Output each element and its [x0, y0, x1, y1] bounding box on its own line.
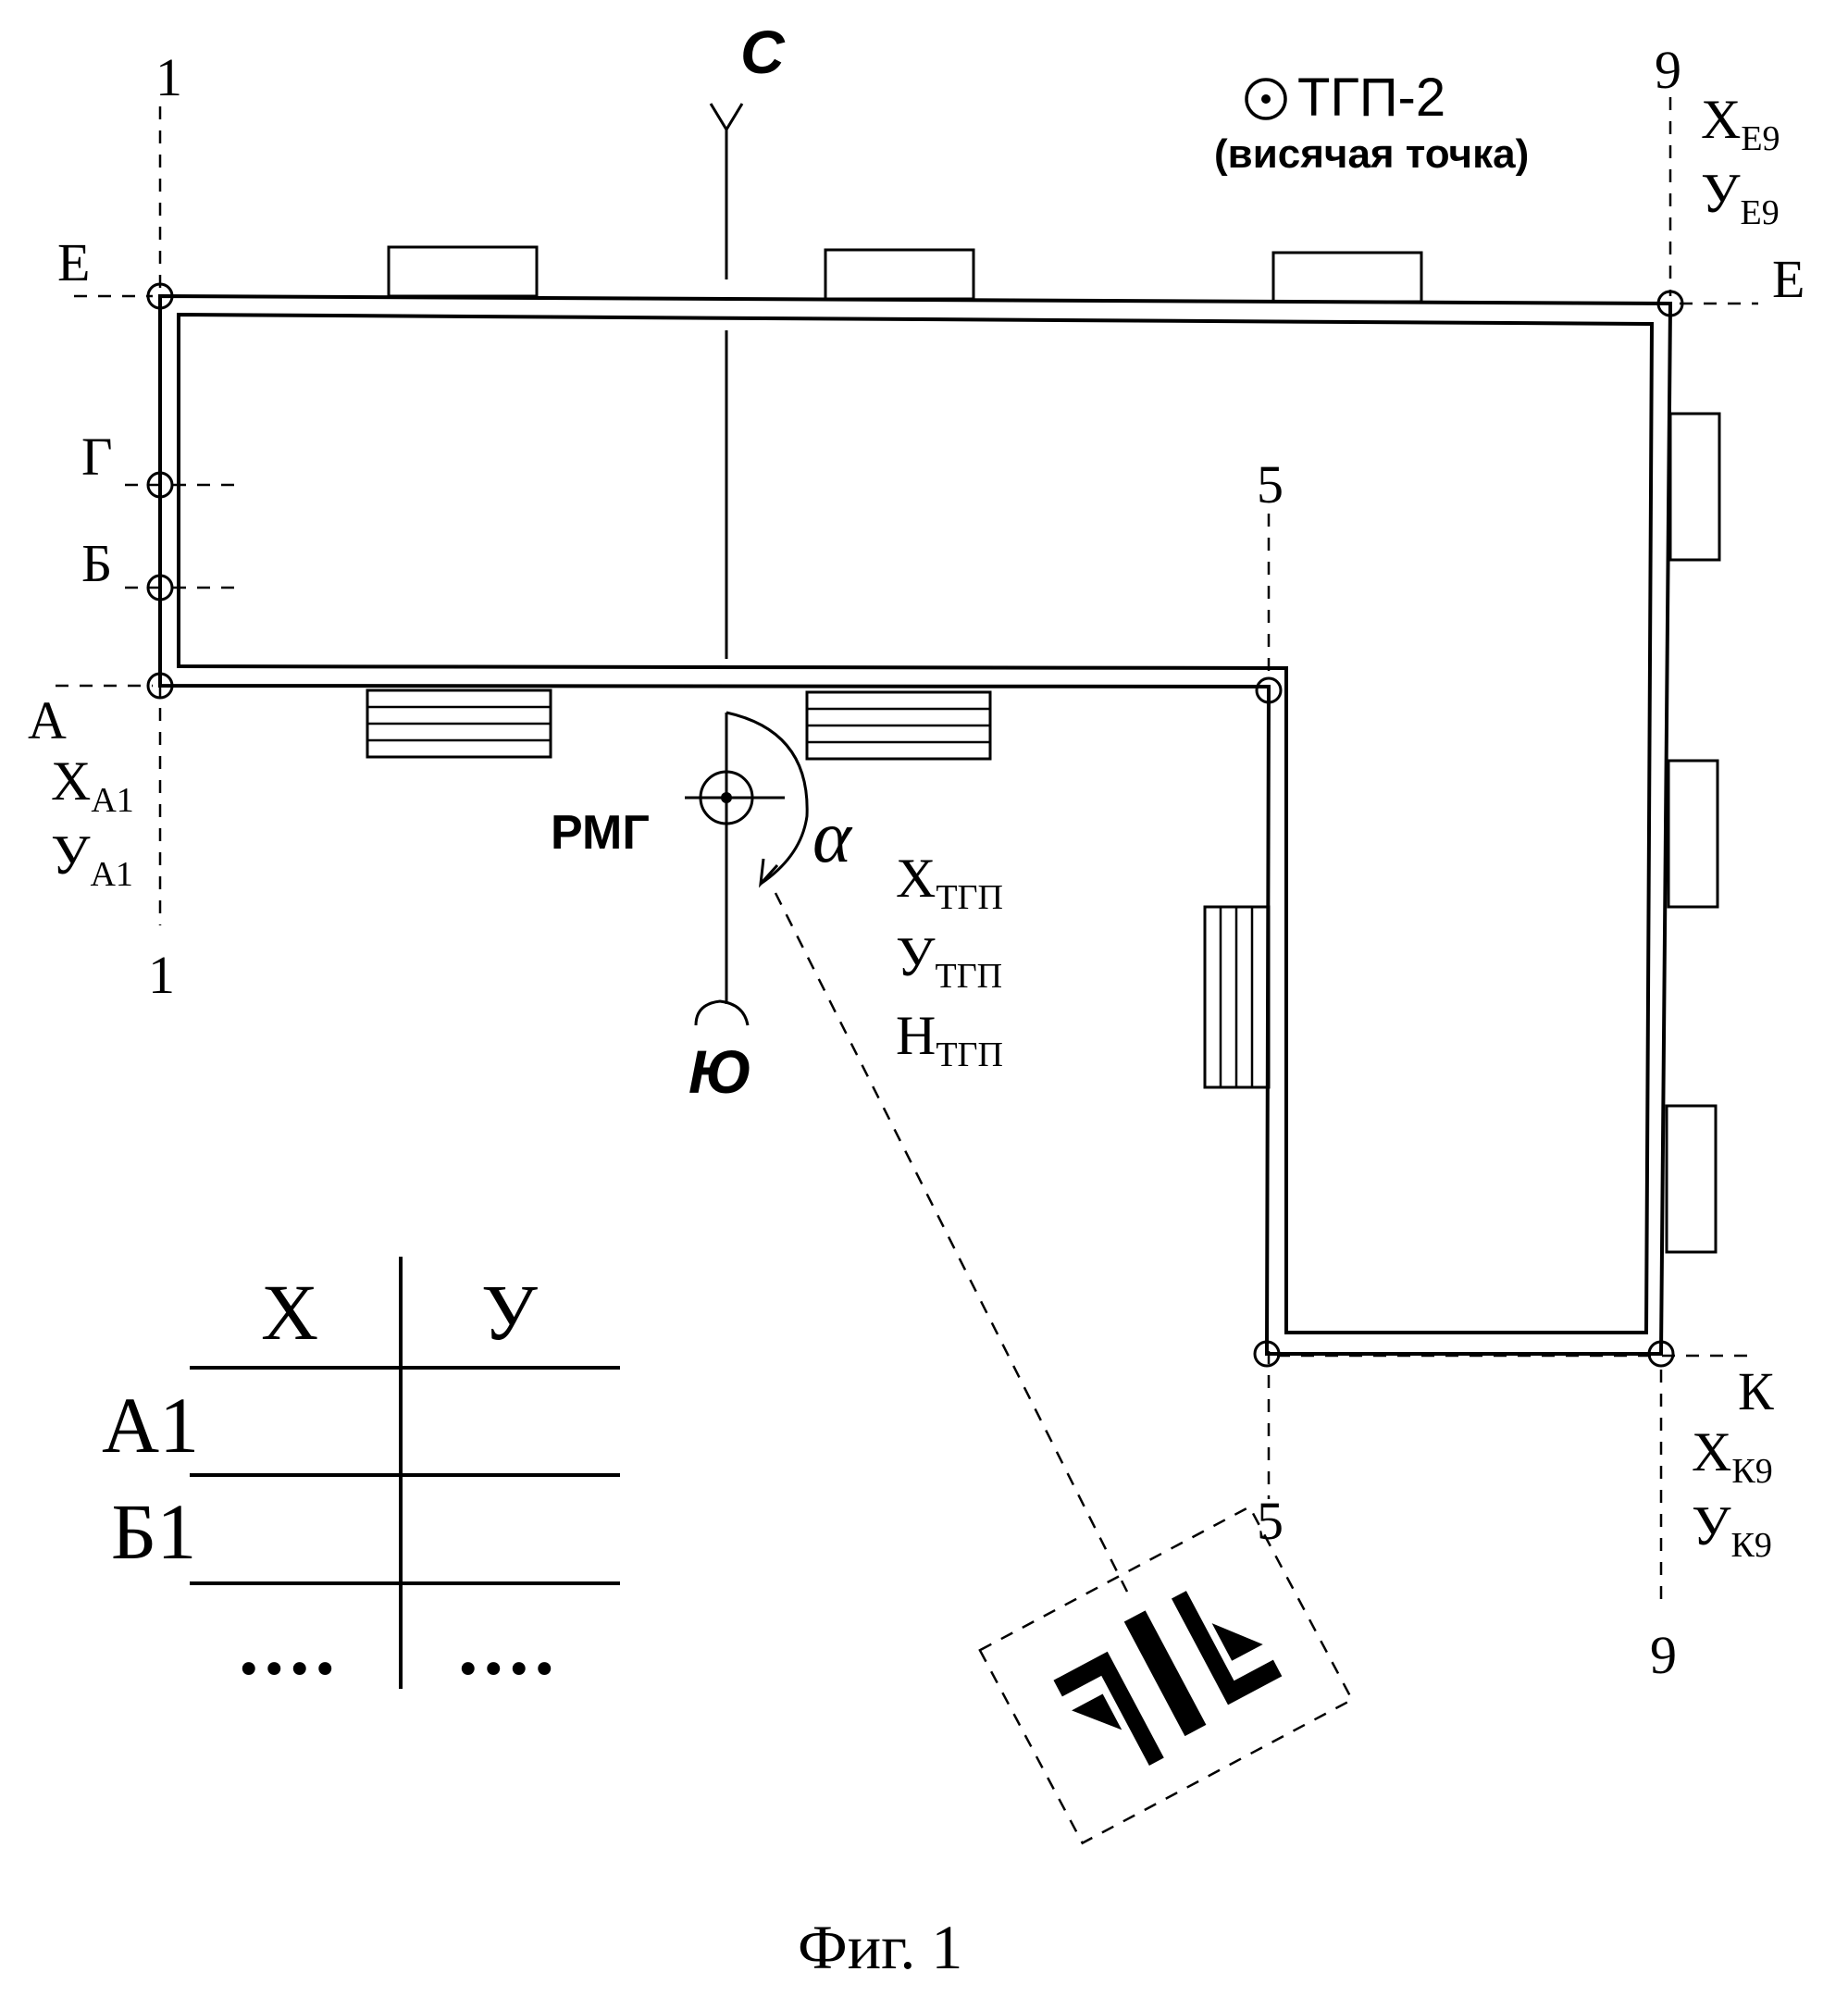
coord-A1-y-sub: А1 [90, 855, 132, 894]
coord-A1-x-main: Х [51, 750, 91, 812]
axis-9-bottom-label: 9 [1650, 1624, 1677, 1686]
tgp2-label: ТГП-2 [1297, 67, 1445, 129]
angle-alpha-label: α [812, 796, 851, 880]
coord-tgp-x-main: Х [896, 848, 936, 909]
coord-K9-x-sub: К9 [1731, 1452, 1772, 1491]
coord-A1-x-sub: А1 [91, 781, 133, 820]
south-label: Ю [688, 1036, 752, 1107]
figure-caption: Фиг. 1 [798, 1911, 962, 1984]
coord-A1-y-main: У [51, 825, 90, 886]
table-header-y: У [481, 1266, 538, 1358]
table-row-A1-name: А1 [102, 1379, 199, 1471]
coord-tgp-h: НТГП [896, 1004, 1003, 1075]
axis-9-top-label: 9 [1655, 39, 1681, 101]
axis-1-top-label: 1 [155, 46, 182, 108]
north-label: С [740, 17, 785, 87]
coord-K9-x-main: Х [1692, 1421, 1731, 1482]
tgp2-note: (висячая точка) [1214, 131, 1529, 178]
coord-E9-x: ХЕ9 [1701, 88, 1780, 159]
coord-E9-y-sub: Е9 [1740, 193, 1779, 232]
coord-tgp-x: ХТГП [896, 847, 1003, 918]
coord-K9-x: ХК9 [1692, 1420, 1773, 1492]
coord-E9-y-main: У [1701, 163, 1740, 224]
table-header-x: Х [261, 1266, 318, 1358]
coord-E9-x-main: Х [1701, 89, 1741, 150]
table-ellipsis-x: .... [239, 1601, 341, 1693]
coord-tgp-x-sub: ТГП [936, 878, 1003, 917]
row-E-left-label: Е [57, 231, 90, 293]
table-ellipsis-y: .... [458, 1601, 560, 1693]
coord-K9-y: УК9 [1692, 1494, 1772, 1566]
coord-tgp-y: УТГП [896, 925, 1002, 997]
table-row-B1-name: Б1 [111, 1485, 196, 1578]
row-G-label: Г [81, 426, 113, 488]
row-A-label: А [28, 689, 67, 751]
coord-K9-y-sub: К9 [1730, 1526, 1771, 1565]
coord-E9-x-sub: Е9 [1741, 119, 1780, 158]
coord-K9-y-main: У [1692, 1495, 1730, 1556]
axis-5-top-label: 5 [1257, 453, 1284, 515]
coord-tgp-h-sub: ТГП [936, 1036, 1003, 1074]
coord-A1-y: УА1 [51, 824, 133, 895]
row-E-right-label: Е [1772, 248, 1805, 310]
coord-tgp-y-sub: ТГП [935, 957, 1002, 996]
coord-tgp-y-main: У [896, 926, 935, 987]
row-B-label: Б [81, 532, 112, 594]
coord-A1-x: ХА1 [51, 750, 134, 821]
row-K-label: К [1738, 1360, 1774, 1422]
axis-1-bottom-label: 1 [148, 944, 175, 1006]
coord-tgp-h-main: Н [896, 1005, 936, 1066]
coord-E9-y: УЕ9 [1701, 162, 1780, 233]
axis-5-bottom-label: 5 [1257, 1490, 1284, 1552]
rmg-label: РМГ [551, 805, 650, 861]
